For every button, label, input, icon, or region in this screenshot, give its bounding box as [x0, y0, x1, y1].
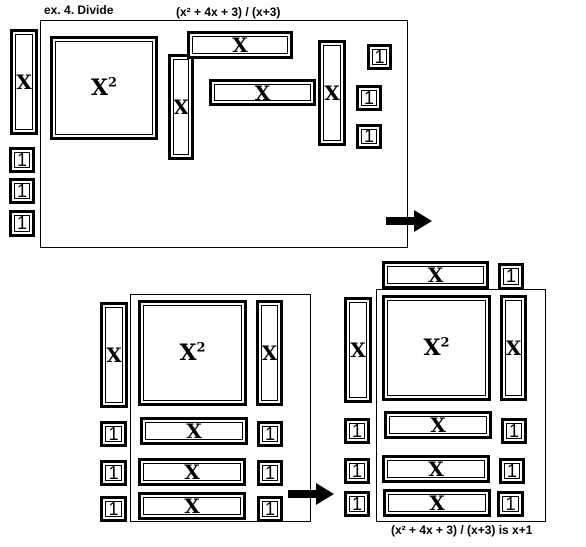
- divisor-unit-tile: 1: [344, 491, 370, 517]
- division-expression: (x² + 4x + 3) / (x+3): [176, 5, 281, 19]
- x-squared-tile: X2: [382, 295, 491, 401]
- unit-tile: 1: [9, 178, 35, 204]
- x-tile: X: [138, 492, 246, 520]
- unit-tile: 1: [257, 421, 283, 447]
- x-tile: X: [100, 302, 128, 408]
- divisor-unit-tile: 1: [344, 458, 370, 484]
- right-arrow-icon: [288, 483, 334, 505]
- work-area-frame: [40, 20, 408, 248]
- unit-tile: 1: [367, 44, 392, 70]
- x-tile: X: [382, 455, 490, 483]
- x-tile: X: [138, 458, 246, 486]
- unit-tile: 1: [9, 210, 35, 237]
- unit-tile: 1: [497, 491, 524, 517]
- unit-tile: 1: [257, 496, 283, 522]
- unit-tile: 1: [9, 147, 35, 173]
- unit-tile: 1: [356, 85, 382, 111]
- x-tile: X: [140, 417, 248, 445]
- unit-tile: 1: [356, 124, 382, 149]
- unit-tile: 1: [257, 460, 283, 486]
- x-tile: X: [187, 31, 293, 59]
- quotient-x-tile: X: [382, 261, 489, 289]
- result-caption: (x² + 4x + 3) / (x+3) is x+1: [391, 523, 533, 537]
- divisor-unit-tile: 1: [344, 418, 370, 444]
- unit-tile: 1: [100, 496, 127, 522]
- x-tile: X: [256, 300, 283, 406]
- x-tile: X: [168, 54, 194, 160]
- rectangle-frame: [376, 289, 546, 522]
- x-tile: X: [384, 411, 492, 439]
- x-tile: X: [383, 489, 491, 517]
- x-squared-tile: X2: [138, 300, 247, 406]
- unit-tile: 1: [100, 460, 127, 486]
- x-tile: X: [209, 79, 316, 106]
- unit-tile: 1: [499, 458, 525, 484]
- example-title: ex. 4. Divide: [44, 3, 114, 17]
- unit-tile: 1: [100, 421, 127, 447]
- x-tile: X: [500, 295, 527, 401]
- x-tile: X: [10, 29, 38, 135]
- quotient-unit-tile: 1: [498, 263, 524, 290]
- x-tile: X: [318, 40, 346, 146]
- x-squared-tile: X2: [50, 36, 158, 140]
- unit-tile: 1: [501, 418, 527, 444]
- right-arrow-icon: [386, 210, 432, 232]
- rectangle-frame: [130, 294, 311, 522]
- divisor-x-tile: X: [344, 297, 372, 403]
